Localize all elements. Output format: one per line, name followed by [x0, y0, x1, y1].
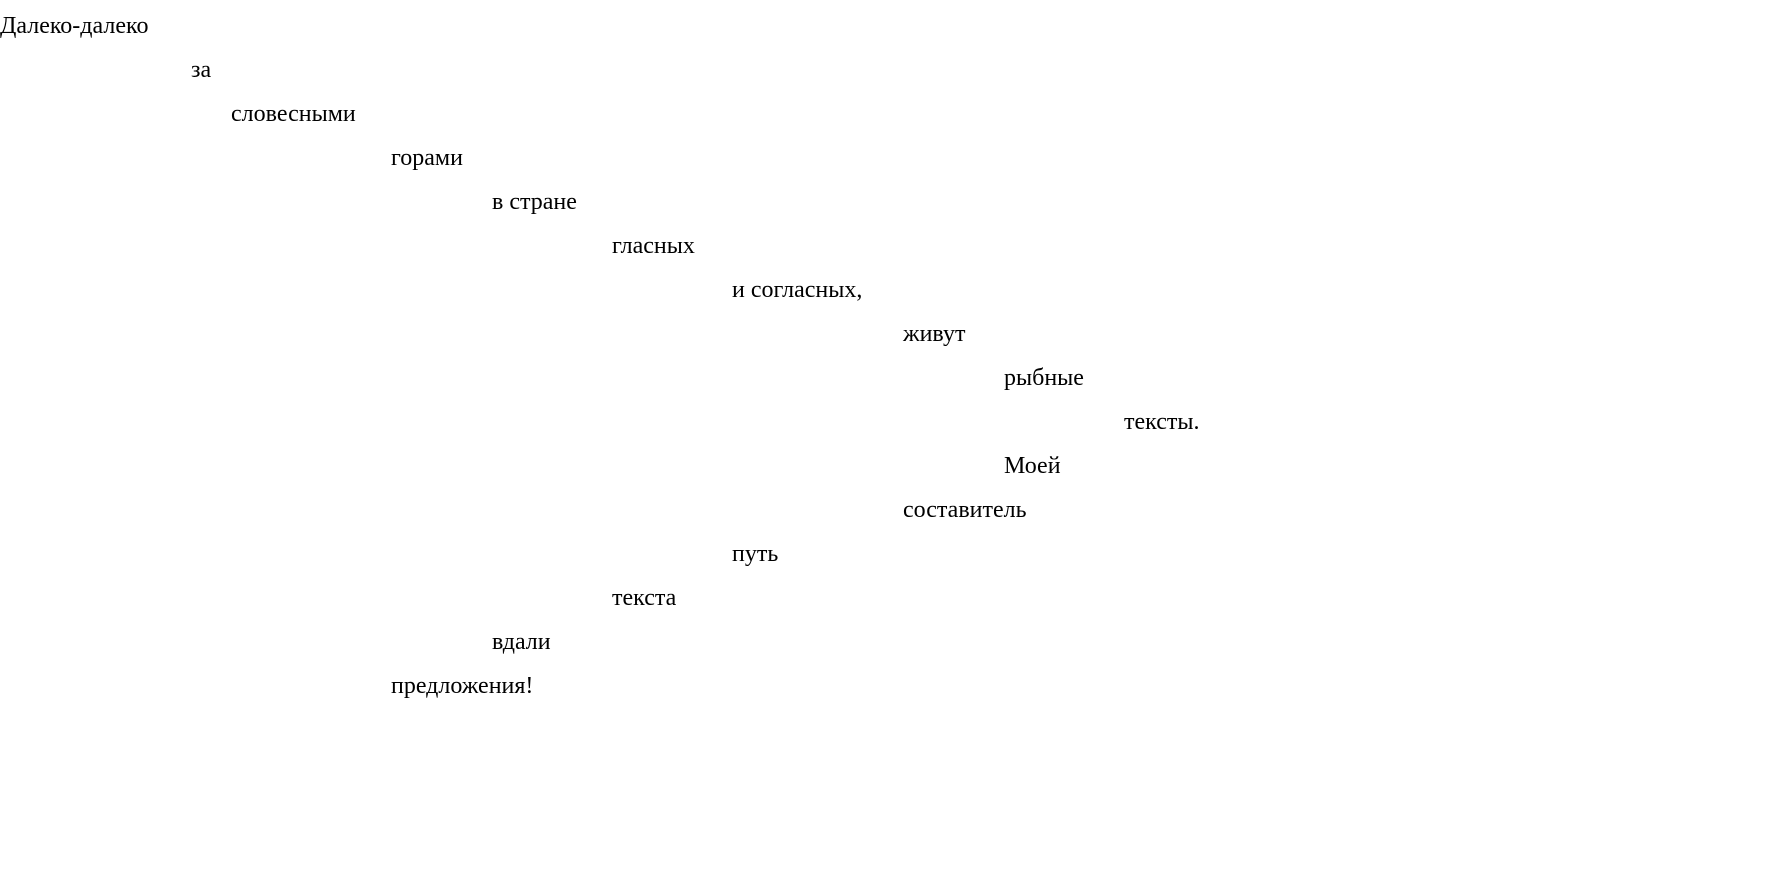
word-line: тексты. [1124, 409, 1200, 435]
word-line: предложения! [391, 673, 534, 699]
word-line: гласных [612, 233, 695, 259]
word-line: словесными [231, 101, 356, 127]
word-line: рыбные [1004, 365, 1084, 391]
word-line: текста [612, 585, 677, 611]
word-line: в стране [492, 189, 577, 215]
word-line: составитель [903, 497, 1027, 523]
word-line: и согласных, [732, 277, 863, 303]
word-line: живут [903, 321, 966, 347]
word-line: горами [391, 145, 463, 171]
word-line: за [191, 57, 212, 83]
word-line: вдали [492, 629, 551, 655]
word-line: путь [732, 541, 779, 567]
word-line: Далеко-далеко [0, 13, 149, 39]
word-line: Моей [1004, 453, 1061, 479]
